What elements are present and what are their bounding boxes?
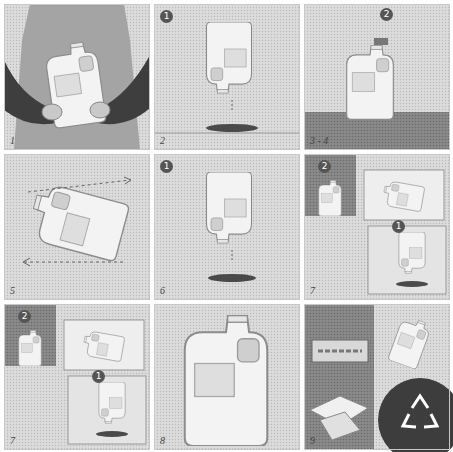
recycling-scene: [403, 396, 437, 427]
jug-flattened: [24, 262, 124, 263]
inset-steps: [19, 330, 42, 366]
jug-draining: [154, 133, 300, 134]
jug-large: [185, 316, 268, 446]
step-panel: 5: [4, 154, 150, 300]
step-panel: 8: [154, 304, 300, 450]
person-holding-jug: [42, 104, 62, 120]
jug-flattened: [28, 180, 130, 192]
panel-backgrounds: [304, 304, 450, 450]
panel-backgrounds: [4, 154, 150, 300]
person-holding-jug: [90, 102, 110, 118]
person-holding-jug: [4, 4, 150, 150]
inset-steps: [304, 154, 446, 294]
inset-steps: [399, 232, 425, 273]
inset-steps: [382, 180, 425, 211]
inset-steps: [319, 180, 342, 216]
inset-steps: [4, 304, 56, 366]
jug-draining: [231, 250, 232, 262]
callout-number: 1: [92, 370, 105, 383]
jug-draining: [207, 172, 257, 282]
recycling-scene: [412, 396, 428, 408]
inset-steps: [99, 382, 125, 423]
recycling-scene: [403, 414, 416, 427]
jug-draining: [231, 100, 232, 112]
inset-steps: [64, 320, 144, 370]
step-panel: 2: [154, 4, 300, 150]
step-number: 7: [310, 285, 315, 296]
callout-number: 2: [380, 8, 393, 21]
inset-steps: [364, 170, 444, 220]
step-panel: 7: [4, 304, 150, 450]
step-number: 1: [10, 135, 15, 146]
recycling-scene: [304, 304, 453, 452]
step-panel: 1: [4, 4, 150, 150]
panel-backgrounds: [154, 154, 300, 300]
step-number: 3 - 4: [310, 135, 328, 146]
inset-steps: [304, 154, 356, 216]
recycling-scene: [312, 340, 368, 362]
jug-capped: [347, 46, 394, 120]
jug-capped: [304, 38, 450, 150]
step-number: 7: [10, 435, 15, 446]
recycling-scene: [318, 350, 362, 353]
recycling-scene: [424, 414, 437, 427]
recycling-scene: [304, 304, 374, 450]
jug-draining: [208, 274, 256, 282]
recycling-scene: [388, 315, 432, 370]
step-panel: 6: [154, 154, 300, 300]
panel-backgrounds: [304, 154, 450, 300]
jug-draining: [207, 22, 252, 93]
step-panel: 7: [304, 154, 450, 300]
jug-capped: [374, 38, 388, 45]
inset-steps: [82, 330, 125, 361]
inset-steps: [96, 431, 128, 437]
recycling-scene: [378, 378, 453, 452]
panel-backgrounds: [154, 4, 300, 150]
panel-backgrounds: [4, 4, 450, 450]
jug-draining: [207, 172, 252, 243]
callout-number: 1: [160, 10, 173, 23]
panel-backgrounds: [4, 304, 150, 450]
jug-draining: [154, 22, 300, 133]
step-number: 9: [310, 435, 315, 446]
step-panel: 9: [304, 304, 450, 450]
inset-steps: [368, 226, 446, 294]
step-number: 6: [160, 285, 165, 296]
step-number: 5: [10, 285, 15, 296]
callout-number: 1: [160, 160, 173, 173]
person-holding-jug: [14, 4, 140, 150]
step-panel: 3 - 4: [304, 4, 450, 150]
jug-flattened: [23, 177, 131, 266]
inset-steps: [68, 376, 146, 444]
panel-backgrounds: [154, 304, 300, 450]
inset-steps: [4, 304, 146, 444]
recycling-scene: [320, 412, 360, 440]
callout-number: 2: [318, 160, 331, 173]
step-number: 8: [160, 435, 165, 446]
jug-draining: [206, 124, 258, 132]
jug-flattened: [23, 258, 30, 266]
callout-number: 1: [392, 220, 405, 233]
panel-backgrounds: [304, 4, 450, 150]
step-number: 2: [160, 135, 165, 146]
jug-large: [185, 316, 268, 446]
callout-number: 2: [18, 310, 31, 323]
inset-steps: [396, 281, 428, 287]
jug-flattened: [26, 182, 130, 262]
panel-backgrounds: [4, 4, 150, 150]
jug-flattened: [124, 177, 131, 184]
